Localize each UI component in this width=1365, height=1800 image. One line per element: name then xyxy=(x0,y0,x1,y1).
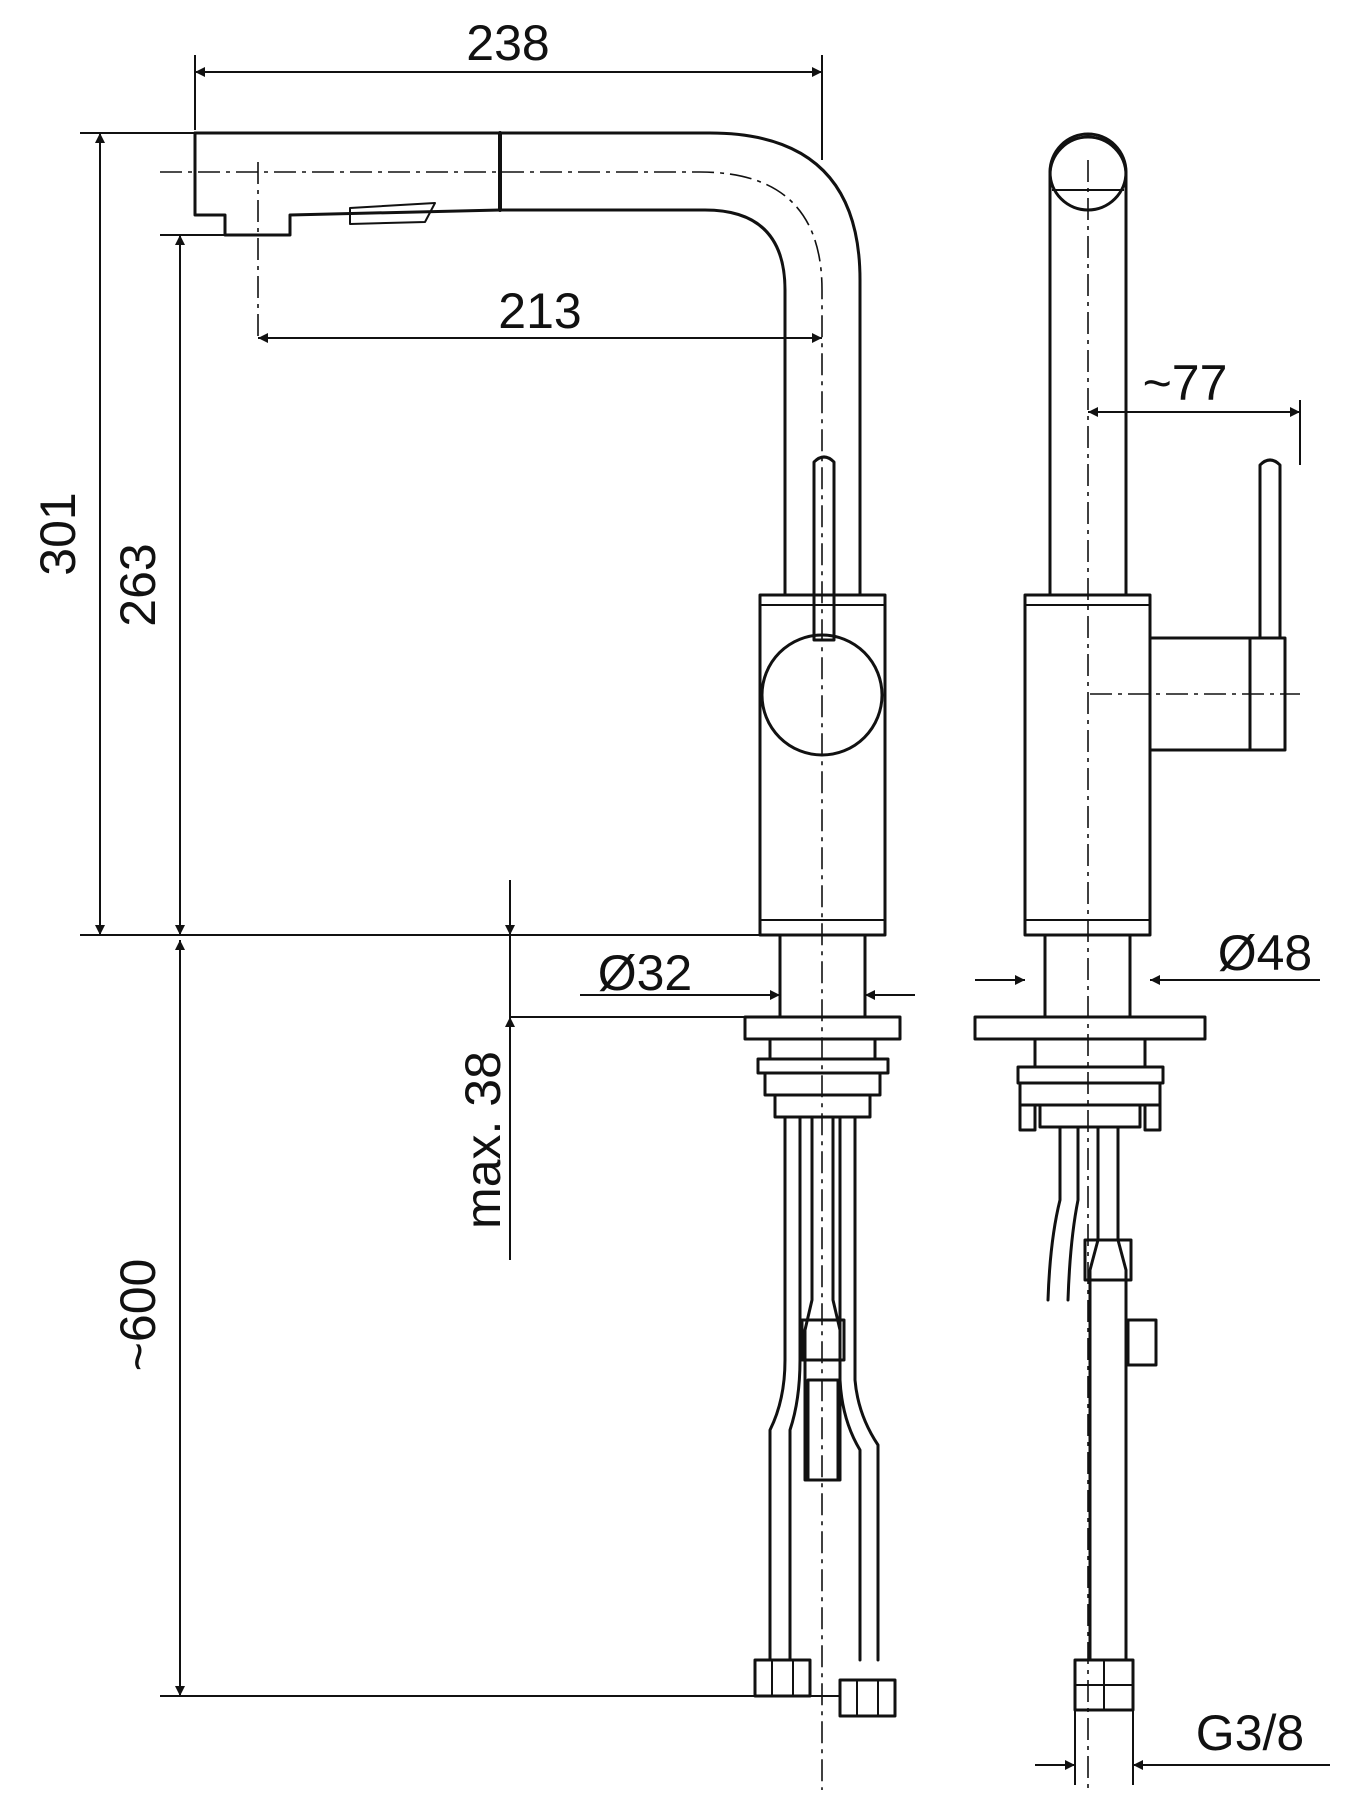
side-hose-d xyxy=(1116,1125,1128,1662)
dim-263-label: 263 xyxy=(110,543,166,626)
hose-coupling xyxy=(800,1318,846,1362)
dim-301-label: 301 xyxy=(30,492,86,575)
side-view xyxy=(973,132,1300,1790)
spray-head xyxy=(193,131,502,237)
side-fixing-nut xyxy=(1033,1037,1147,1069)
spout-tube-inner xyxy=(498,208,787,597)
dim-g38-label: G3/8 xyxy=(1196,1705,1304,1761)
dim-213-label: 213 xyxy=(498,283,581,339)
side-hose-b xyxy=(1066,1125,1080,1302)
side-counter-plate xyxy=(973,1015,1207,1041)
side-washer xyxy=(1016,1065,1165,1085)
lever-handle xyxy=(812,455,836,642)
hose-right-inner xyxy=(853,1115,880,1662)
side-valve xyxy=(1126,1318,1158,1367)
side-hose-a xyxy=(1046,1125,1062,1302)
hose-left-inner xyxy=(788,1115,802,1662)
dim-600-label: ~600 xyxy=(110,1259,166,1372)
hose-left xyxy=(768,1115,787,1662)
side-spout-end xyxy=(1048,132,1128,212)
side-clamp-bolt-right xyxy=(1143,1103,1162,1132)
side-clamp-nut xyxy=(1038,1103,1142,1129)
dim-238-label: 238 xyxy=(466,15,549,71)
washer xyxy=(756,1057,890,1075)
hose-sleeve xyxy=(806,1378,840,1482)
dim-32-label: Ø32 xyxy=(598,945,693,1001)
hose-nut-right xyxy=(838,1678,897,1718)
spout-centerline xyxy=(160,171,823,1790)
spout-tube xyxy=(193,131,862,597)
dimension-layer: 238 213 301 263 ~600 max. 38 Ø32 Ø48 xyxy=(30,15,1330,1785)
side-clamp-bolt-left xyxy=(1018,1103,1037,1132)
dim-48-label: Ø48 xyxy=(1218,925,1313,981)
front-view xyxy=(160,131,902,1790)
hose-nut-left xyxy=(753,1658,812,1698)
side-hose-c xyxy=(1088,1125,1100,1662)
clamp-nut xyxy=(773,1093,872,1119)
dim-38-label: max. 38 xyxy=(455,1051,511,1229)
cartridge-circle xyxy=(760,633,884,757)
side-coupling xyxy=(1083,1238,1133,1282)
dim-77-label: ~77 xyxy=(1143,355,1228,411)
side-clamp xyxy=(1018,1081,1162,1107)
spray-head-button xyxy=(349,202,436,225)
side-lever xyxy=(1258,458,1282,640)
